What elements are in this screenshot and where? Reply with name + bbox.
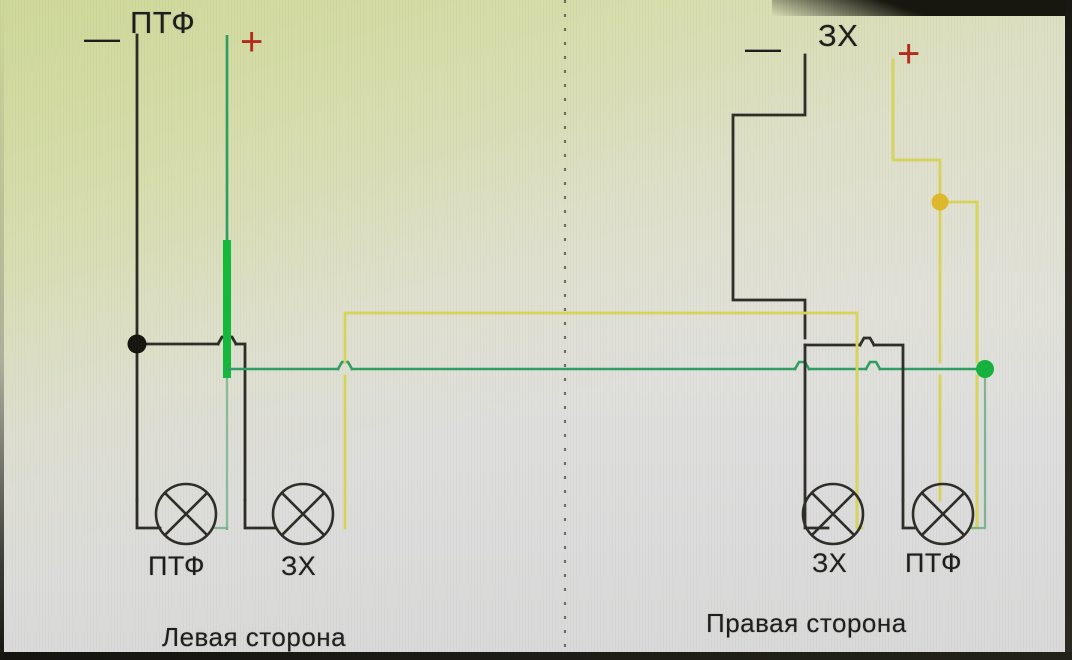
photo-edge-right [1065,0,1072,660]
left-green-positive-trunk [214,35,231,530]
right-minus-sign: — [745,27,781,68]
left-plus-sign: + [240,20,264,64]
left-minus-sign: — [84,17,120,58]
right-side-caption: Правая сторона [706,608,907,638]
left-lamp-label-zh: ЗХ [281,551,317,581]
green-horizontal-bus [225,360,987,371]
left-terminal-label: ПТФ [130,5,196,40]
right-terminal-label: ЗХ [818,18,859,53]
left-side-caption: Левая сторона [162,622,347,652]
right-lamp-ptf-symbol [911,482,975,546]
right-yellow-wire [798,58,979,530]
photo-edge-bottom [0,652,1072,660]
right-green-wire [970,367,987,530]
left-lamp-ptf-symbol [154,482,218,546]
left-lamp-label-ptf: ПТФ [148,551,206,581]
right-yellow-node [931,193,949,211]
right-plus-sign: + [897,32,921,76]
right-lamp-zh-symbol [801,482,865,546]
right-green-node [976,360,994,378]
photo-edge-top-right [772,0,1072,16]
left-black-node [127,334,147,354]
right-lamp-label-ptf: ПТФ [905,548,963,578]
left-lamp-zh-symbol [271,482,335,546]
left-black-wire [135,33,277,530]
photo-edge-left [0,0,4,660]
right-lamp-label-zh: ЗХ [812,548,848,578]
left-yellow-wire [343,311,802,530]
right-black-wire [731,53,916,530]
